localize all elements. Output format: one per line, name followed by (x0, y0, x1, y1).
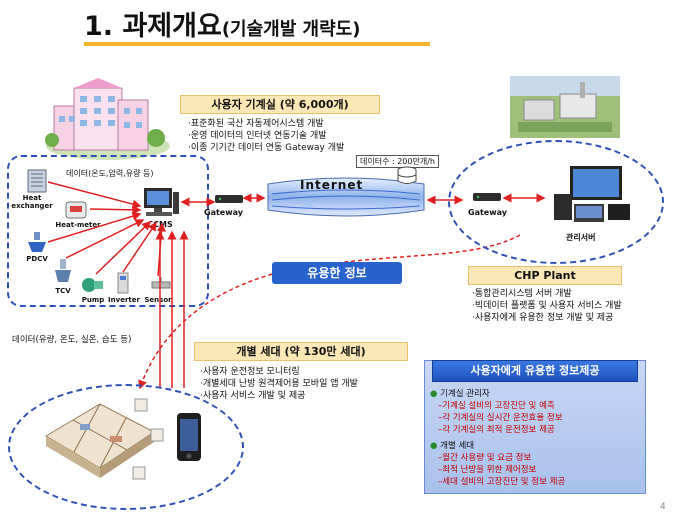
inverter-icon (117, 272, 129, 294)
pump-icon (82, 278, 103, 292)
panel-group2-item-2: –최적 난방을 위한 제어정보 (438, 465, 537, 475)
heat-meter-label: Heat-meter (55, 221, 101, 229)
machine-room-data-label: 데이터(온도,압력,유량 등) (66, 169, 154, 178)
apartment-building-illustration (45, 78, 170, 160)
useful-info-panel (424, 360, 646, 494)
panel-group1-head-text: 기계실 관리자 (440, 389, 490, 399)
chp-plant-boundary (448, 140, 664, 264)
useful-info-panel-title: 사용자에게 유용한 정보제공 (432, 360, 638, 382)
sensor-icon (151, 277, 171, 289)
internet-label: Internet (300, 178, 364, 192)
plant-gateway-device-icon (473, 193, 501, 201)
thermostat-icon (134, 398, 148, 412)
household-bullet-3: ·사용자 서비스 개발 및 제공 (200, 391, 306, 401)
internet-pipe-illustration (267, 177, 425, 217)
bullet-icon: ● (430, 441, 438, 451)
chp-bullet-2: ·빅데이터 플랫폼 및 사용자 서비스 개발 (472, 301, 622, 311)
panel-group2-item-3: –세대 설비의 고장진단 및 정보 제공 (438, 477, 566, 487)
page-title: 1. 과제개요(기술개발 개략도) (84, 4, 360, 43)
heat-meter-icon (65, 201, 87, 219)
heat-exchanger-label: Heat exchanger (11, 194, 53, 210)
useful-info-badge: 유용한 정보 (272, 262, 402, 284)
panel-group1-head: ● 기계실 관리자 (430, 388, 490, 401)
building-section-header: 사용자 기계실 (약 6,000개) (180, 95, 380, 114)
gateway-device-icon (215, 195, 243, 203)
tcv-label: TCV (55, 287, 71, 295)
household-bullet-1: ·사용자 운전정보 모니터링 (200, 367, 300, 377)
apartment-floorplan-illustration (45, 403, 155, 478)
household-boundary (8, 384, 244, 510)
chp-bullet-1: ·통합관리시스템 서버 개발 (472, 289, 572, 299)
title-sub: (기술개발 개략도) (221, 19, 361, 40)
panel-group1-item-3: –각 기계실의 최적 운전정보 제공 (438, 425, 555, 435)
panel-group2-head: ● 개별 세대 (430, 440, 474, 453)
pdcv-label: PDCV (26, 255, 48, 263)
panel-group1-item-1: –기계실 설비의 고장진단 및 예측 (438, 401, 555, 411)
building-bullet-3: ·이종 기기간 데이터 연동 Gateway 개발 (188, 143, 345, 153)
ccms-computer-icon (144, 188, 179, 216)
gateway-label-right: Gateway (468, 208, 507, 217)
page-number: 4 (660, 502, 666, 512)
title-main: 1. 과제개요 (84, 11, 222, 42)
chp-bullet-3: ·사용자에게 유용한 정보 개발 및 제공 (472, 313, 614, 323)
sensor-label: Sensor (144, 296, 172, 304)
thermostat-icon (150, 428, 164, 442)
pdcv-valve-icon (28, 232, 46, 252)
household-bullet-2: ·개별세대 난방 원격제어용 모바일 앱 개발 (200, 379, 358, 389)
data-count-badge: 데이터수 : 200만개/h (356, 155, 439, 168)
smartphone-app-icon (177, 413, 201, 461)
chp-section-header: CHP Plant (468, 266, 622, 285)
pump-label: Pump (81, 296, 105, 304)
building-bullet-2: ·운영 데이터의 인터넷 연동기술 개발 (188, 131, 327, 141)
panel-group1-item-2: –각 기계실의 실시간 운전효율 정보 (438, 413, 563, 423)
machine-room-boundary (7, 155, 209, 307)
building-bullet-1: ·표준화된 국산 자동제어시스템 개발 (188, 119, 324, 129)
title-underline (84, 42, 430, 46)
heat-exchanger-icon (27, 169, 47, 193)
thermostat-icon (132, 466, 146, 480)
management-server-label: 관리서버 (566, 233, 596, 242)
bullet-icon: ● (430, 389, 438, 399)
household-data-label: 데이터(유량, 온도, 실온, 습도 등) (12, 335, 132, 345)
management-server-icon (554, 166, 630, 222)
panel-group2-head-text: 개별 세대 (440, 441, 475, 451)
inverter-label: Inverter (108, 296, 140, 304)
database-icon (397, 166, 417, 184)
household-section-header: 개별 세대 (약 130만 세대) (194, 342, 408, 361)
panel-group2-item-1: –월간 사용량 및 요금 정보 (438, 453, 532, 463)
chp-plant-photo (510, 76, 620, 138)
gateway-label-left: Gateway (204, 208, 243, 217)
tcv-valve-icon (55, 259, 71, 282)
